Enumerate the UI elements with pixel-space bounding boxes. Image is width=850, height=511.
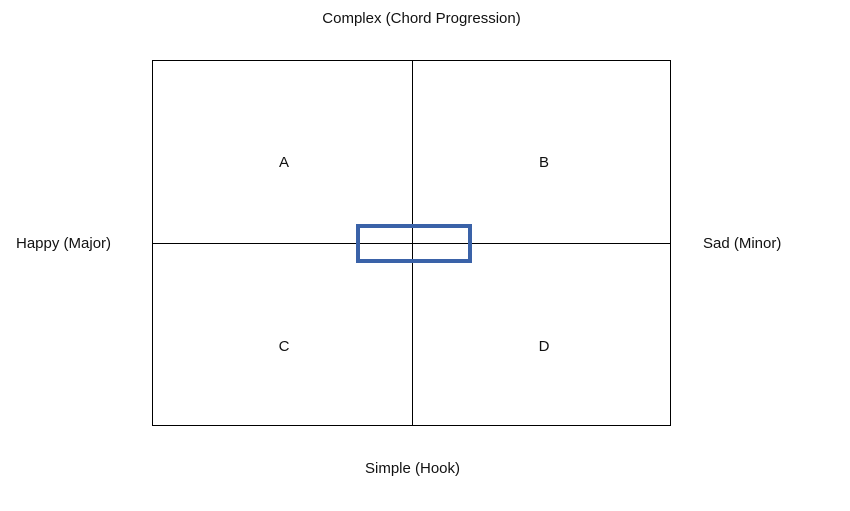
quadrant-grid: A B C D (152, 60, 671, 426)
axis-label-complex: Complex (Chord Progression) (322, 10, 521, 27)
quadrant-c-label: C (278, 338, 290, 355)
quadrant-b-label: B (538, 154, 549, 171)
axis-label-simple: Simple (Hook) (364, 460, 461, 477)
quadrant-a-label: A (278, 154, 289, 171)
axis-label-sad: Sad (Minor) (703, 235, 782, 252)
quadrant-d-label: D (538, 338, 550, 355)
horizontal-axis-line (153, 243, 670, 244)
center-highlight-box[interactable] (356, 224, 472, 263)
axis-label-happy: Happy (Major) (16, 235, 112, 252)
